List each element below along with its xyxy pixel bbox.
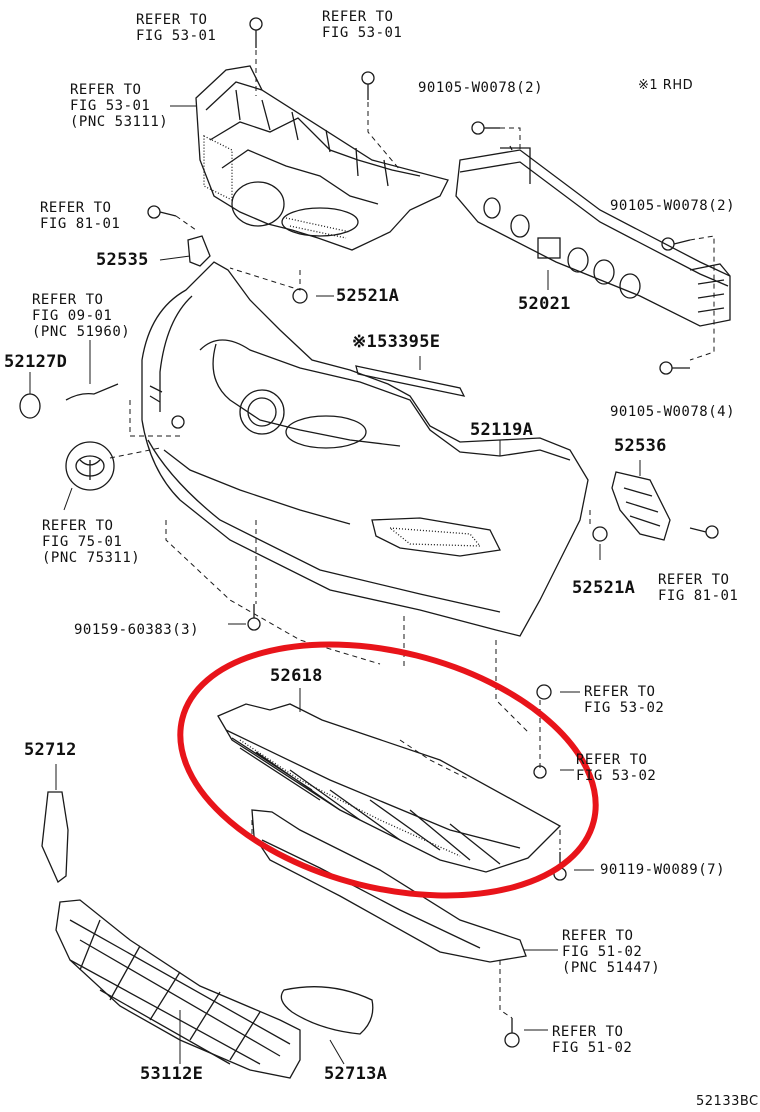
label-part-52713a: 52713A: [324, 1064, 388, 1084]
label-part-52521a-bottom: 52521A: [572, 578, 636, 598]
label-part-52618: 52618: [270, 666, 323, 686]
bracket-part-52536: [611, 471, 671, 541]
label-bolt-90105-a: 90105-W0078(2): [418, 80, 544, 96]
upper-grille-part: [195, 65, 449, 251]
reinforcement-part-52021: [455, 145, 731, 327]
label-bolt-90105-b: 90105-W0078(2): [610, 198, 736, 214]
label-part-53395e: ※153395E: [352, 332, 441, 352]
bumper-cover-part-52119a: [141, 261, 589, 637]
label-bolt-90105-c: 90105-W0078(4): [610, 404, 736, 420]
label-part-52712: 52712: [24, 740, 77, 760]
seal-strip-53395e: [355, 365, 466, 397]
cover-part-52713a: [280, 986, 374, 1035]
diagram-id: 52133BC: [696, 1094, 759, 1109]
label-bolt-90119: 90119-W0089(7): [600, 862, 726, 878]
bracket-part-52535: [187, 235, 211, 267]
emblem-part: [65, 441, 115, 491]
highlight-ellipse: [177, 641, 599, 899]
absorber-part-52618: [217, 703, 562, 873]
label-part-52536: 52536: [614, 436, 667, 456]
side-cover-part-52712: [41, 791, 69, 884]
guide-lines: [109, 50, 715, 1019]
label-part-52521a-top: 52521A: [336, 286, 400, 306]
label-part-52535: 52535: [96, 250, 149, 270]
leader-lines: [29, 105, 641, 1065]
tow-hook-part: [65, 383, 119, 401]
label-part-52021: 52021: [518, 294, 571, 314]
label-part-52127d: 52127D: [4, 352, 68, 372]
cap-part-52127d: [19, 393, 41, 419]
label-bolt-90159: 90159-60383(3): [74, 622, 200, 638]
lower-grille-part-53112e: [55, 899, 301, 1079]
label-part-53112e: 53112E: [140, 1064, 204, 1084]
label-rhd-note: ※1 RHD: [638, 78, 694, 93]
label-part-52119a: 52119A: [470, 420, 534, 440]
retainer-part: [251, 809, 527, 963]
